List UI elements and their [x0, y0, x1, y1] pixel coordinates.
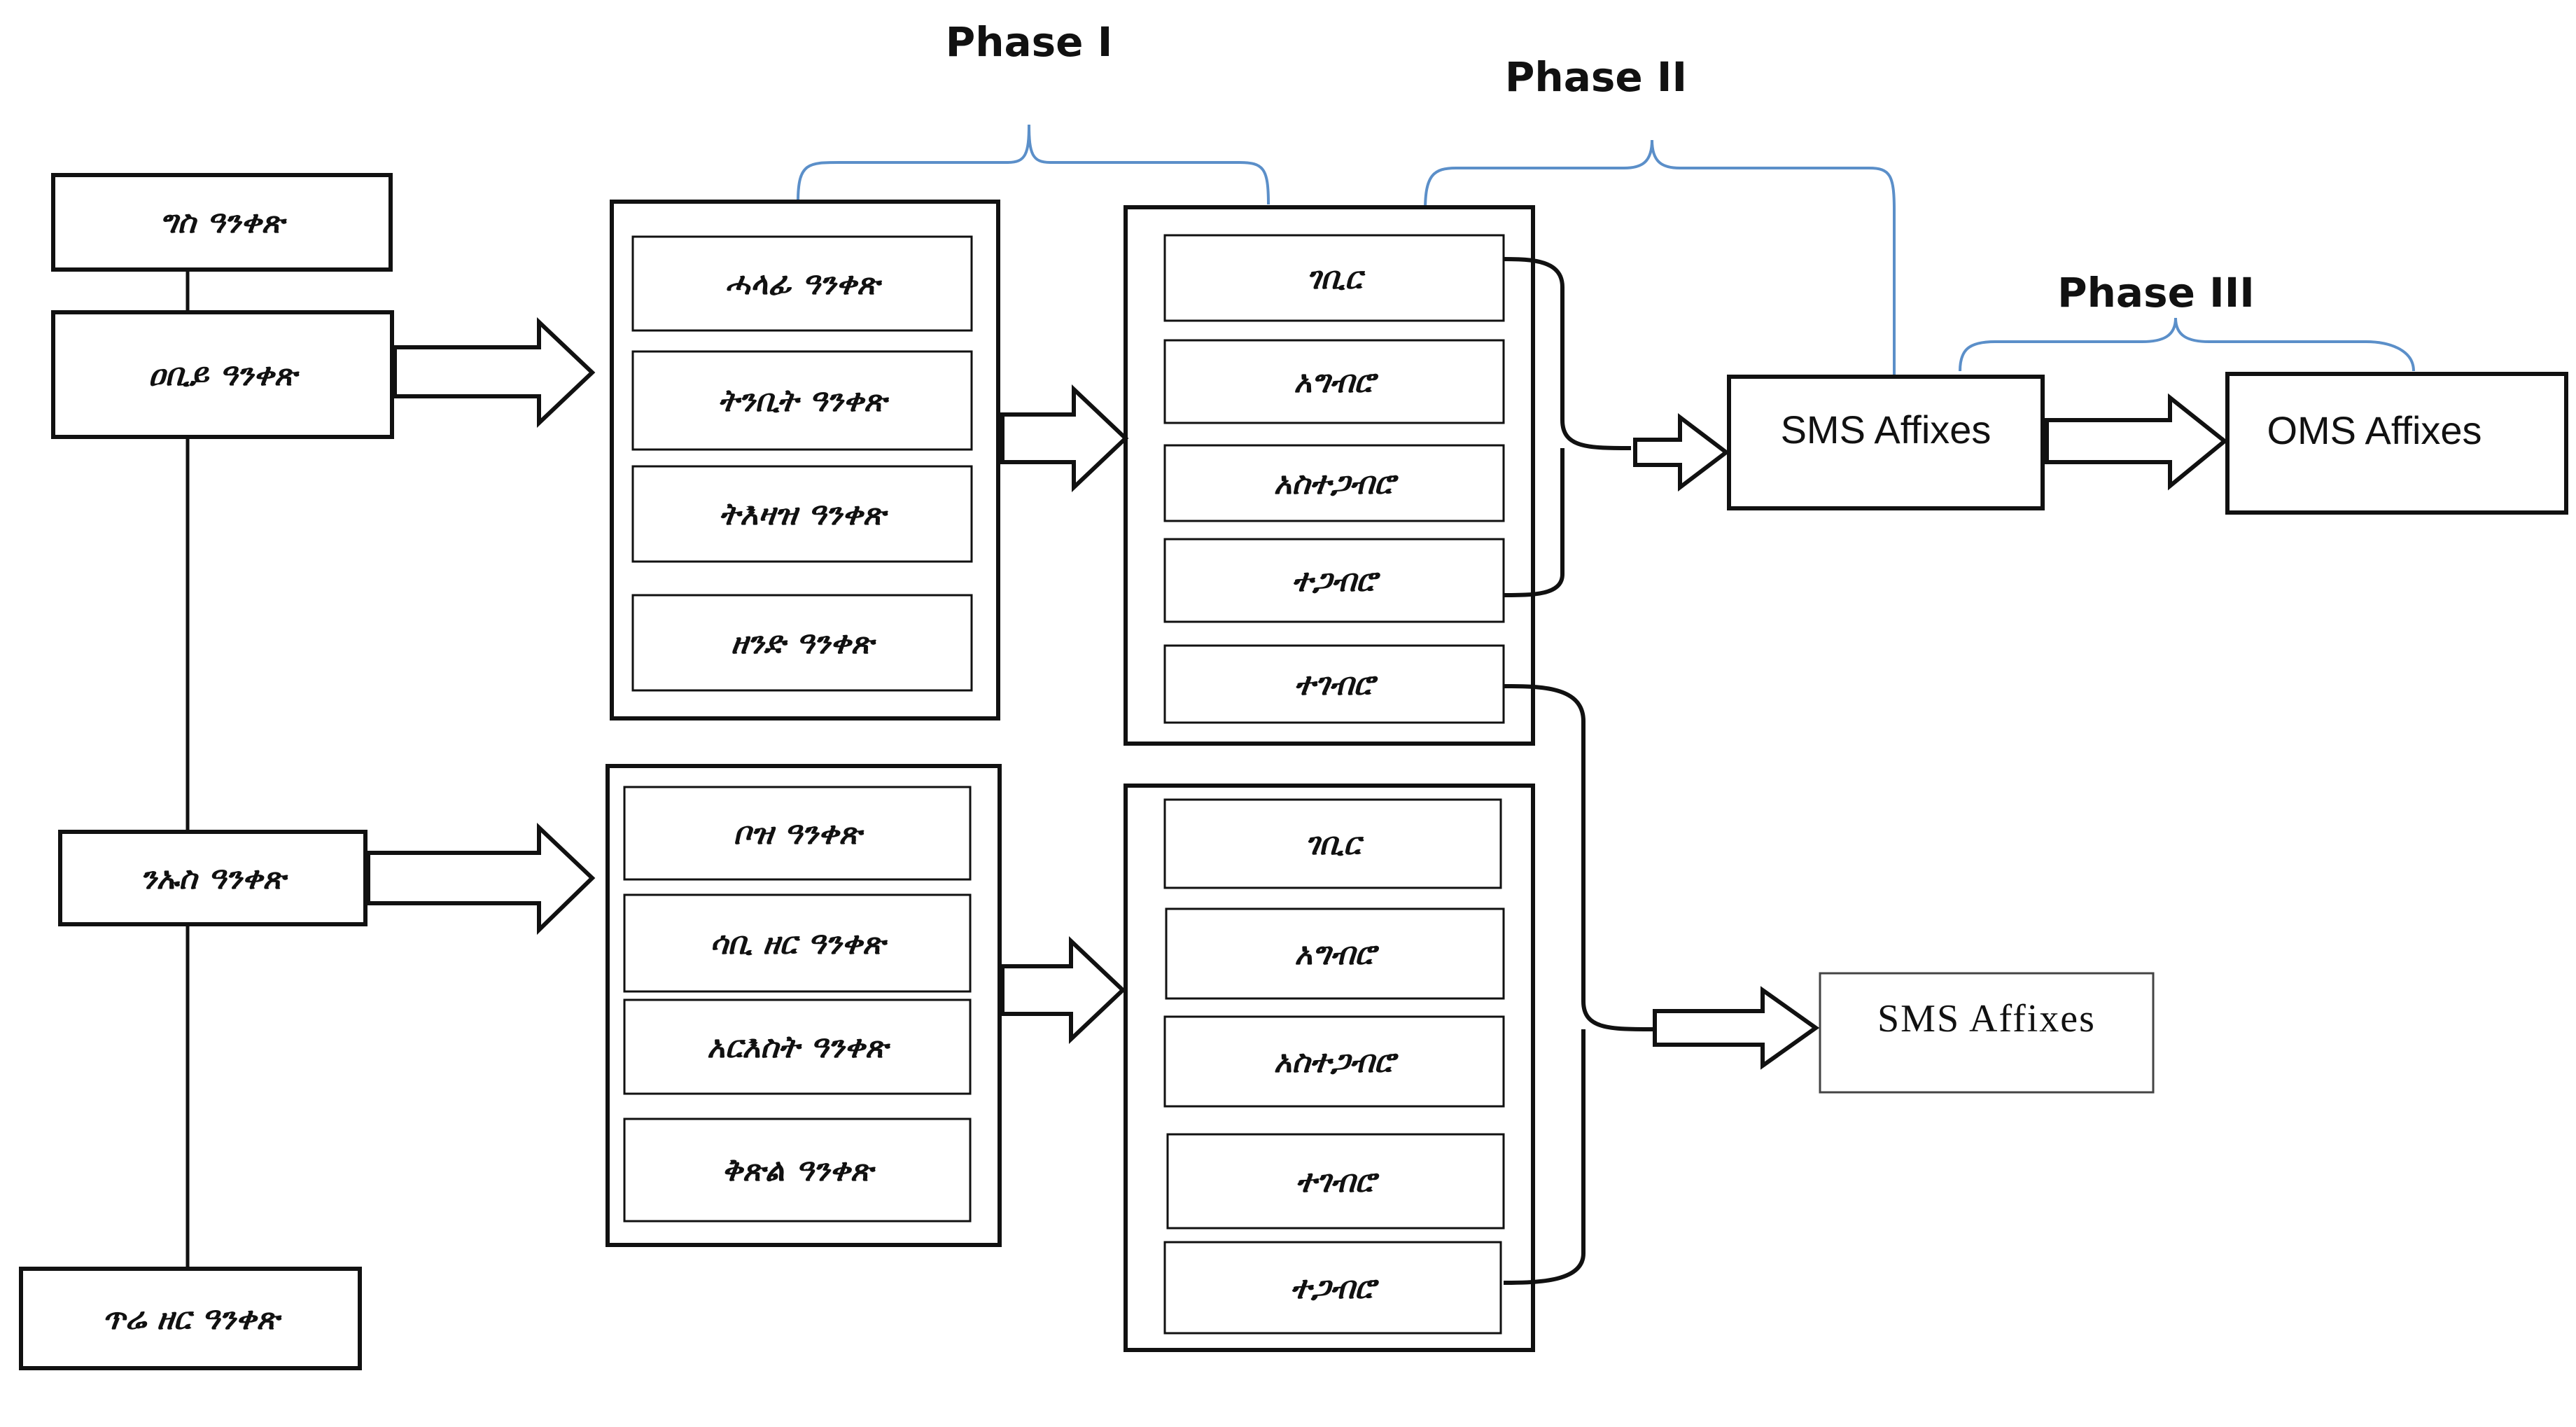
group-a-item-3	[631, 465, 973, 563]
arrow-group-b-to-stems-b	[1000, 936, 1126, 1044]
arrow-nius-to-group-b	[366, 823, 596, 935]
box-gis-anqets	[51, 173, 393, 272]
arrow-abiy-to-group-a	[393, 317, 596, 428]
stems-b-item-1	[1163, 798, 1502, 889]
phase1-brace	[797, 124, 1270, 205]
stems-a-upper-bracket	[1503, 257, 1632, 597]
sms-affixes-top-box	[1727, 375, 2045, 510]
stems-a-item-4	[1163, 538, 1505, 623]
arrow-sms-to-oms	[2045, 393, 2228, 491]
group-b-item-2	[623, 893, 972, 993]
box-tire-zer-anqets	[19, 1267, 362, 1370]
stems-b-item-3	[1163, 1015, 1505, 1108]
box-abiy-anqets	[51, 310, 394, 439]
group-b-item-4	[623, 1118, 972, 1223]
arrow-group-a-to-stems-a	[1000, 384, 1129, 492]
phase2-brace	[1424, 139, 1896, 378]
box-nius-anqets	[58, 830, 368, 926]
oms-affixes-box	[2225, 372, 2568, 515]
group-b-item-1	[623, 786, 972, 881]
stems-combined-bracket	[1503, 684, 1654, 1285]
stems-a-item-2	[1163, 339, 1505, 424]
phase3-brace	[1959, 317, 2415, 372]
group-a-item-4	[631, 594, 973, 692]
group-a-item-2	[631, 350, 973, 451]
group-b-item-3	[623, 998, 972, 1095]
stems-b-item-2	[1165, 907, 1505, 1000]
arrow-stems-to-sms-top	[1633, 412, 1730, 492]
stems-a-item-5	[1163, 644, 1505, 724]
sms-affixes-bottom-box	[1819, 972, 2155, 1094]
stems-b-item-4	[1166, 1133, 1505, 1230]
group-a-item-1	[631, 235, 973, 332]
stems-a-item-3	[1163, 444, 1505, 522]
stems-b-item-5	[1163, 1241, 1502, 1335]
arrow-stems-to-sms-bottom	[1653, 986, 1820, 1070]
stems-a-item-1	[1163, 234, 1505, 322]
